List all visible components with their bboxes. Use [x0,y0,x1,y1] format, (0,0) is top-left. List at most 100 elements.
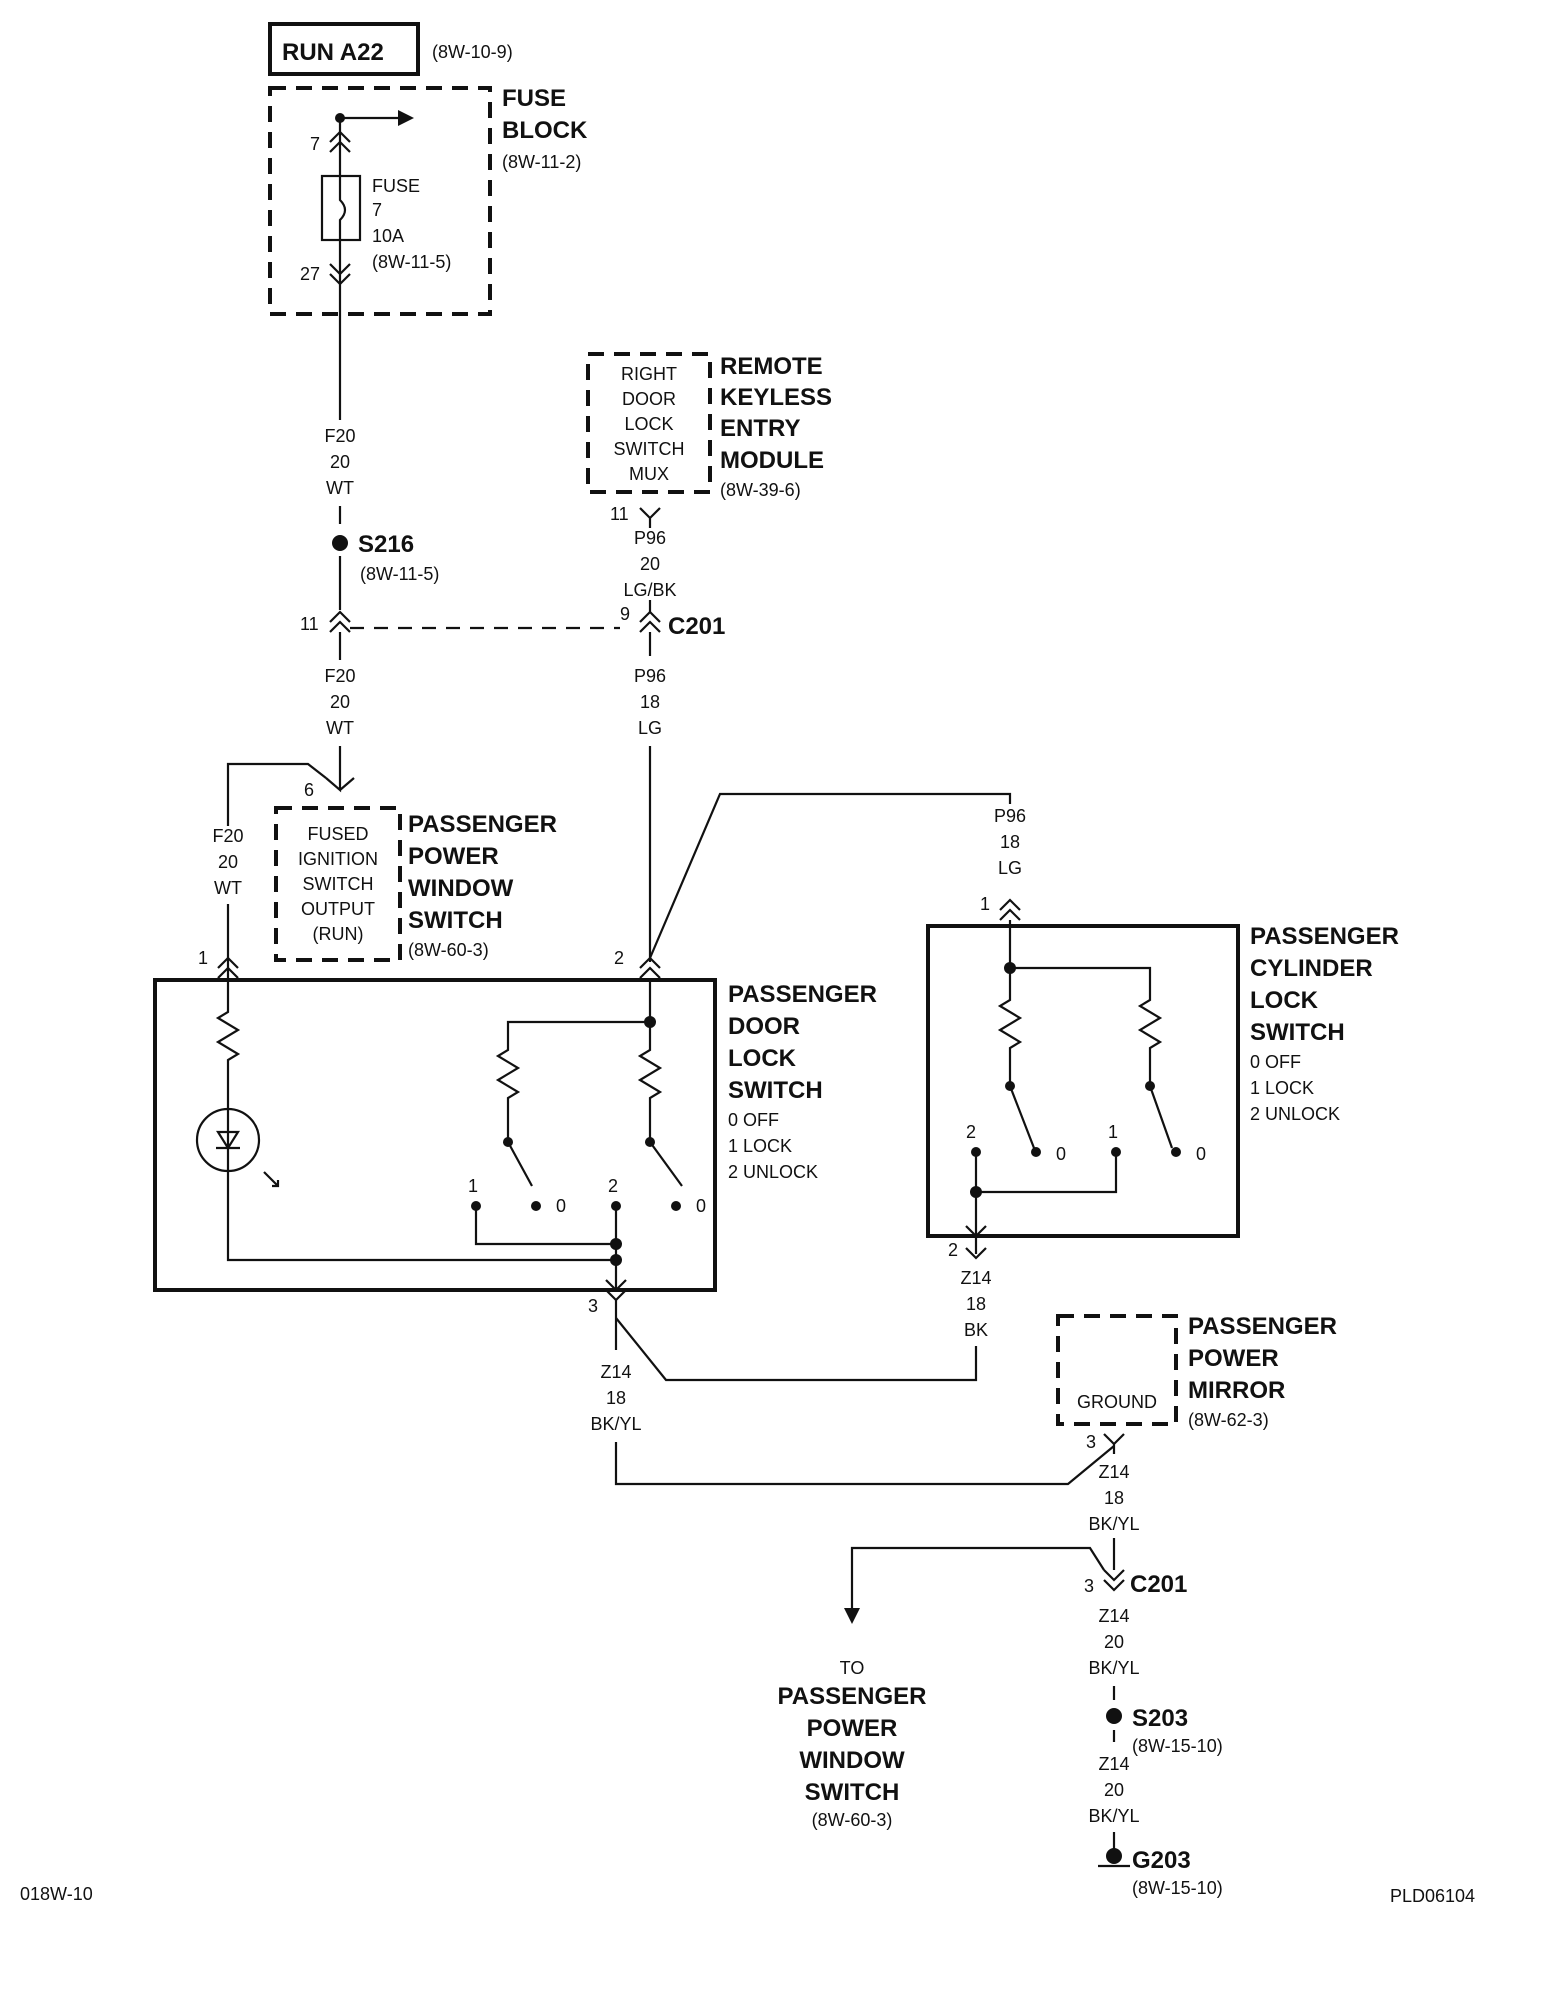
fuse-label-1: FUSE [372,176,420,196]
fuse-pin-top: 7 [310,134,320,154]
ppws-pin6-connector [325,746,355,793]
mirror-title-3: MIRROR [1188,1377,1285,1404]
ppws-title-3: WINDOW [408,875,514,902]
pcls-switch-right [1010,966,1174,1149]
pcls-state-1: 0 OFF [1250,1052,1301,1072]
wire-z14-left-route [614,1442,1115,1486]
wire-z14-left-2: 18 [606,1388,626,1408]
wire-z14-c201-2: 20 [1104,1632,1124,1652]
wire-z14-mirror-3: BK/YL [1088,1514,1139,1534]
pdls-title-1: PASSENGER [728,981,877,1008]
wire-p96-top-2: 20 [640,554,660,574]
wire-z14-mirror-2: 18 [1104,1488,1124,1508]
c201-bottom-pin: 3 [1084,1576,1094,1596]
rke-pin11-connector [639,507,661,528]
pdls-led-diode [216,1108,240,1172]
s203-label: S203 [1132,1705,1188,1732]
rke-inner-1: RIGHT [621,364,677,384]
g203-ground [1106,1848,1122,1864]
fuse-element [338,180,347,240]
wire-z14-c201-1: Z14 [1098,1606,1129,1626]
fuse-connector-bottom [329,263,351,286]
pdls-title-3: LOCK [728,1045,797,1072]
wire-to-ppws-route [850,1546,1105,1608]
wire-p96-mid-1: P96 [634,666,666,686]
mirror-inner: GROUND [1077,1392,1157,1412]
wire-p96-mid-3: LG [638,718,662,738]
fuse-block-title-2: BLOCK [502,117,588,144]
ppws-inner-4: OUTPUT [301,899,375,919]
pcls-contact-1-label: 1 [1108,1122,1118,1142]
wire-f20-mid-2: 20 [330,692,350,712]
wire-p96-top-1: P96 [634,528,666,548]
pcls-title-3: LOCK [1250,987,1319,1014]
wire-z14-s203-3: BK/YL [1088,1806,1139,1826]
pdls-pin3: 3 [588,1296,598,1316]
mirror-pin: 3 [1086,1432,1096,1452]
pcls-state-3: 2 UNLOCK [1250,1104,1340,1124]
wire-p96-right-2: 18 [1000,832,1020,852]
pdls-state-2: 1 LOCK [728,1136,792,1156]
pdls-state-1: 0 OFF [728,1110,779,1130]
wire-f20-left-1: F20 [212,826,243,846]
rke-inner-4: SWITCH [614,439,685,459]
rke-box [586,352,712,494]
s216-label: S216 [358,531,414,558]
footer-left: 018W-10 [20,1884,93,1904]
pdls-pin1: 1 [198,948,208,968]
g203-label: G203 [1132,1847,1191,1874]
pcls-switch-right-pivot [1145,1081,1155,1091]
ppws-ref: (8W-60-3) [408,940,489,960]
rke-pin: 11 [610,504,629,524]
pdls-switch-left [495,1020,650,1187]
c201-top-pin-right: 9 [620,604,630,624]
to-ppws-ref: (8W-60-3) [812,1810,893,1830]
pcls-pin2: 2 [948,1240,958,1260]
ppws-title-2: POWER [408,843,499,870]
pdls-title-2: DOOR [728,1013,800,1040]
pcls-pin1: 1 [980,894,990,914]
pdls-contact-0b [671,1201,681,1211]
wire-f20-left-3: WT [214,878,242,898]
pdls-led-light-arrow [263,1171,280,1188]
fuse-block-output-arrow [398,110,414,126]
pcls-node-bottom [970,1186,982,1198]
pdls-contact-1-label: 1 [468,1176,478,1196]
pdls-resistor-left [215,980,241,1108]
wire-f20-top-3: WT [326,478,354,498]
fuse-connector-top [329,130,351,153]
pcls-title-4: SWITCH [1250,1019,1345,1046]
pdls-switch-right-pivot [645,1137,655,1147]
g203-ref: (8W-15-10) [1132,1878,1223,1898]
pdls-led-return [226,1172,620,1262]
fuse-block-ref: (8W-11-2) [502,152,581,172]
wire-f20-mid-1: F20 [324,666,355,686]
mirror-ref: (8W-62-3) [1188,1410,1269,1430]
pdls-switch-right [637,980,683,1187]
wire-z14-left-1: Z14 [600,1362,631,1382]
wire-f20-left-route [226,762,327,826]
pcls-contact-0b [1171,1147,1181,1157]
mirror-title-1: PASSENGER [1188,1313,1337,1340]
run-a22-box [268,22,420,76]
pdls-contact-0a-label: 0 [556,1196,566,1216]
pdls-pin2: 2 [614,948,624,968]
ppws-box [274,806,402,962]
wire-p96-mid-2: 18 [640,692,660,712]
ppws-inner-5: (RUN) [313,924,364,944]
pcls-contact-0a-label: 0 [1056,1144,1066,1164]
rke-title-4: MODULE [720,447,824,474]
wire-z14-right-1: Z14 [960,1268,991,1288]
pdls-contact-2-label: 2 [608,1176,618,1196]
pcls-title-2: CYLINDER [1250,955,1373,982]
pcls-switch-left-pivot [1005,1081,1015,1091]
wire-z14-s203-2: 20 [1104,1780,1124,1800]
rke-inner-5: MUX [629,464,669,484]
ppws-inner-3: SWITCH [303,874,374,894]
s216-splice [332,535,348,551]
c201-top-connector-right [639,610,661,633]
fuse-pin-bottom: 27 [300,264,320,284]
wire-p96-right-route [648,792,1012,959]
